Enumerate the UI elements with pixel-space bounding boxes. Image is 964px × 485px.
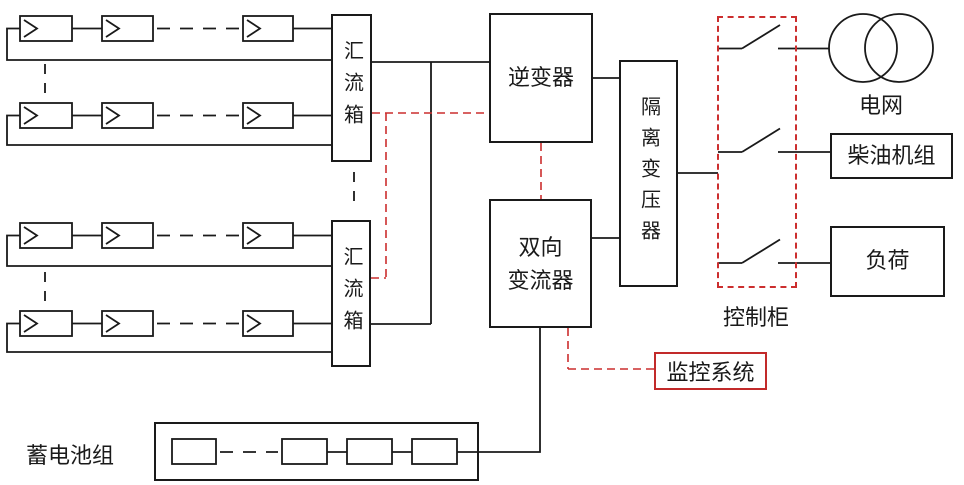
monitoring-system-box: 监控系统	[654, 352, 767, 390]
string-return-wire	[6, 114, 331, 146]
ac-links	[592, 77, 718, 239]
load-label: 负荷	[865, 248, 910, 274]
combiner-box-2: 汇流箱	[331, 220, 371, 367]
battery-cell	[346, 438, 393, 465]
load-box: 负荷	[830, 226, 945, 297]
isolation-transformer-box: 隔离变压器	[619, 60, 678, 287]
pv-module-chevron-icon	[246, 19, 262, 38]
breaker-switch-diesel	[718, 127, 830, 153]
pv-module-chevron-icon	[105, 314, 121, 333]
pv-module	[19, 102, 73, 129]
switch-blade	[741, 24, 781, 50]
pv-module	[19, 222, 73, 249]
switch-blade	[741, 238, 781, 264]
inverter-box: 逆变器	[489, 13, 593, 143]
pv-module	[19, 310, 73, 337]
battery-cells	[171, 438, 479, 465]
grid-label: 电网	[858, 93, 903, 118]
pv-module-chevron-icon	[246, 106, 262, 125]
ellipsis-dashes	[44, 64, 355, 303]
pv-module-chevron-icon	[246, 314, 262, 333]
pv-module-chevron-icon	[23, 19, 39, 38]
battery-cell	[171, 438, 217, 465]
pv-string-row-2	[6, 102, 331, 146]
switch-blade	[741, 127, 781, 153]
breaker-switch-load	[718, 238, 830, 264]
pv-module-chevron-icon	[105, 19, 121, 38]
diesel-generator-box: 柴油机组	[830, 133, 953, 179]
monitoring-system-label: 监控系统	[666, 360, 755, 385]
pv-module-chevron-icon	[105, 226, 121, 245]
string-return-wire	[6, 27, 331, 61]
pv-module	[242, 222, 294, 249]
pv-module-chevron-icon	[23, 106, 39, 125]
combiner-to-inverter-bus	[371, 61, 489, 325]
control-cabinet-enclosure	[717, 16, 797, 288]
inverter-label: 逆变器	[507, 64, 574, 90]
battery-to-converter-wire	[479, 328, 541, 453]
pv-string-row-4	[6, 310, 331, 353]
breaker-switch-grid	[718, 24, 829, 50]
pv-string-row-1	[6, 15, 331, 61]
string-return-wire	[6, 322, 331, 353]
bidirectional-converter-box: 双向 变流器	[489, 199, 592, 328]
pv-string-row-3	[6, 222, 331, 267]
combiner-box-1-label: 汇流箱	[340, 40, 363, 136]
battery-pack-enclosure	[154, 422, 479, 481]
pv-module	[101, 15, 154, 42]
combiner-box-1: 汇流箱	[331, 14, 372, 162]
pv-module	[19, 15, 73, 42]
pv-module-chevron-icon	[246, 226, 262, 245]
monitoring-control-dashed-lines	[371, 112, 654, 370]
pv-module	[242, 15, 294, 42]
pv-module-chevron-icon	[105, 106, 121, 125]
pv-module	[101, 310, 154, 337]
pv-module-chevron-icon	[23, 314, 39, 333]
pv-module	[242, 102, 294, 129]
pv-module	[101, 222, 154, 249]
isolation-transformer-label: 隔离变压器	[637, 96, 660, 251]
bidirectional-converter-label-line2: 变流器	[507, 267, 574, 293]
battery-pack-label: 蓄电池组	[26, 443, 115, 468]
combiner-box-2-label: 汇流箱	[340, 245, 362, 342]
pv-module	[101, 102, 154, 129]
grid-transformer-icon	[828, 13, 934, 83]
pv-module-chevron-icon	[23, 226, 39, 245]
string-return-wire	[6, 234, 331, 267]
pv-module	[242, 310, 294, 337]
bidirectional-converter-label-line1: 双向	[518, 234, 563, 260]
diesel-generator-label: 柴油机组	[847, 142, 936, 168]
battery-cell	[281, 438, 328, 465]
control-cabinet-label: 控制柜	[722, 305, 789, 330]
